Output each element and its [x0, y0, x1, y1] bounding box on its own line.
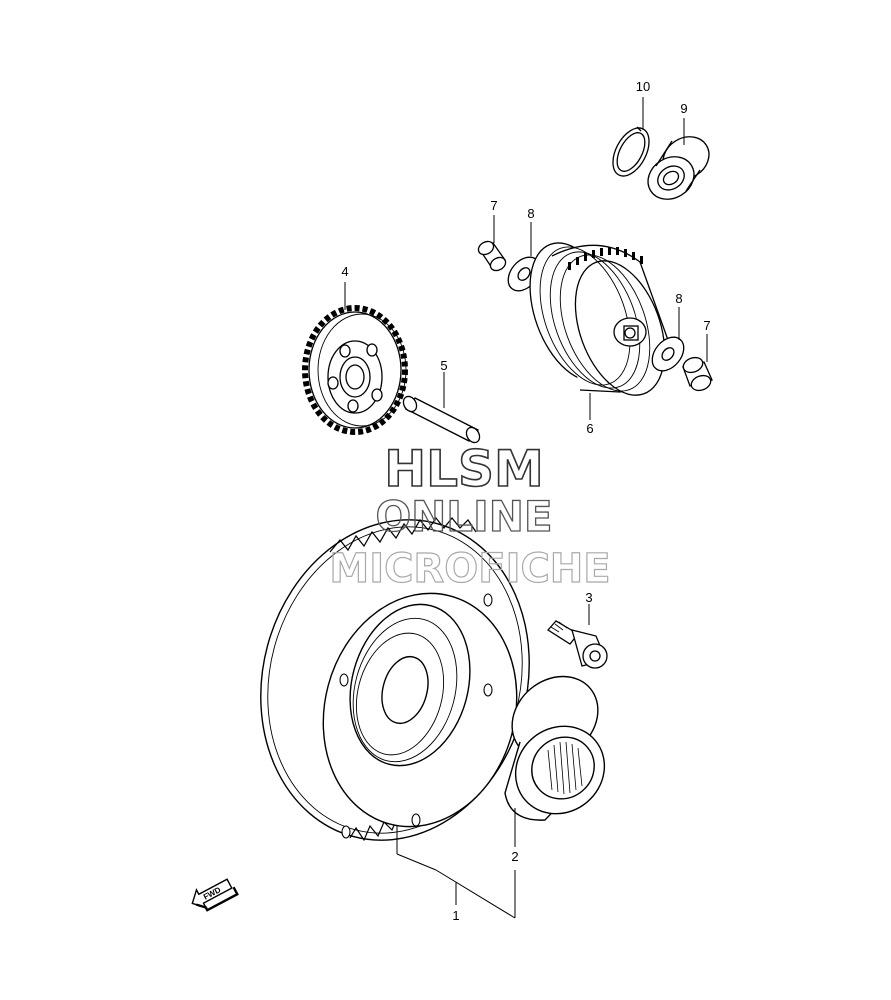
watermark-line-1: HLSM	[384, 440, 543, 498]
callout-9: 9	[680, 101, 687, 116]
bolt-part-3[interactable]	[547, 620, 608, 669]
callout-labels: 10 9 7 8 4 8 7 5 6 3 2 1	[341, 79, 710, 923]
needle-bearing-part-2[interactable]	[495, 659, 622, 831]
callout-1: 1	[452, 908, 459, 923]
circlip-part-10[interactable]	[606, 122, 657, 182]
starter-clutch-part-6[interactable]	[513, 231, 682, 408]
callout-8-upper: 8	[527, 206, 534, 221]
leader-lines	[344, 97, 708, 919]
bushing-part-7-upper[interactable]	[476, 239, 508, 273]
callout-4: 4	[341, 264, 348, 279]
bearing-part-9[interactable]	[640, 128, 717, 207]
washer-part-8-lower[interactable]	[646, 331, 690, 377]
watermark-line-3: MICROFICHE	[329, 546, 610, 592]
watermark-line-2: ONLINE	[375, 492, 552, 541]
callout-3: 3	[585, 590, 592, 605]
watermark: HLSM ONLINE MICROFICHE	[329, 439, 611, 592]
starter-gear-part-1[interactable]	[226, 489, 565, 870]
callout-7-lower: 7	[703, 318, 710, 333]
callout-6: 6	[586, 421, 593, 436]
callout-8-lower: 8	[675, 291, 682, 306]
shaft-part-5[interactable]	[401, 394, 482, 445]
callout-7-upper: 7	[490, 198, 497, 213]
fwd-arrow-icon: FWD	[191, 878, 239, 912]
callout-2: 2	[511, 849, 518, 864]
callout-5: 5	[440, 358, 447, 373]
bushing-part-7-lower[interactable]	[681, 355, 713, 393]
idle-gear-part-4[interactable]	[302, 305, 408, 435]
callout-10: 10	[636, 79, 650, 94]
